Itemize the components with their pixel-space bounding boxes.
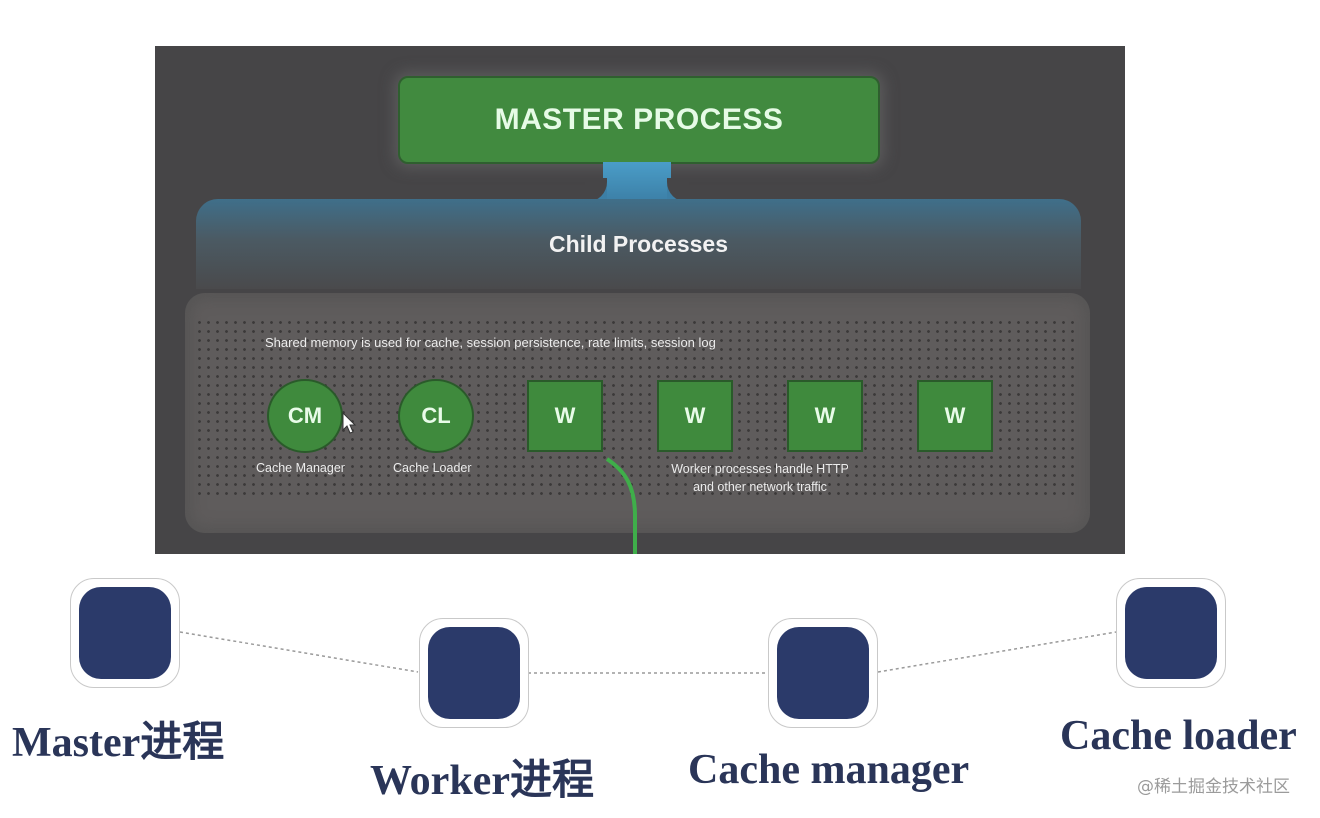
cache-manager-label: Cache manager <box>688 747 970 793</box>
worker-node-square <box>428 627 520 719</box>
shared-memory-box: Shared memory is used for cache, session… <box>185 293 1090 533</box>
worker-node: W <box>787 380 863 452</box>
worker-label: Worker进程 <box>370 758 594 804</box>
cache-manager-node-square <box>777 627 869 719</box>
master-node <box>70 578 180 688</box>
child-processes-title: Child Processes <box>549 230 728 257</box>
child-processes-band: Child Processes <box>196 199 1081 289</box>
worker-node: W <box>917 380 993 452</box>
worker-note-line2: and other network traffic <box>693 480 827 494</box>
connector-fillet-right <box>667 178 689 202</box>
cache-manager-label: Cache Manager <box>256 461 345 475</box>
shared-memory-text: Shared memory is used for cache, session… <box>265 335 716 350</box>
worker-note-line1: Worker processes handle HTTP <box>671 462 849 476</box>
connector-fillet-left <box>585 178 607 202</box>
worker-abbr: W <box>684 403 706 428</box>
worker-note: Worker processes handle HTTP and other n… <box>655 460 865 496</box>
cache-manager-node-diagram <box>768 618 878 728</box>
watermark: @稀土掘金技术社区 <box>1137 777 1290 797</box>
worker-node: W <box>657 380 733 452</box>
cache-manager-abbr: CM <box>287 403 323 428</box>
cache-loader-label: Cache Loader <box>393 461 472 475</box>
cache-loader-abbr: CL <box>421 403 451 428</box>
cache-loader-node-square <box>1125 587 1217 679</box>
nginx-architecture-panel: MASTER PROCESS Child Processes Shared me… <box>155 46 1125 554</box>
worker-abbr: W <box>944 403 966 428</box>
cache-loader-label: Cache loader <box>1060 713 1297 759</box>
connection-lines <box>179 631 1117 674</box>
master-node-square <box>79 587 171 679</box>
worker-node: W <box>527 380 603 452</box>
master-child-connector <box>603 162 671 202</box>
mouse-cursor-icon <box>342 412 357 434</box>
master-process-title: MASTER PROCESS <box>494 103 784 136</box>
cache-loader-node-diagram <box>1116 578 1226 688</box>
worker-abbr: W <box>554 403 576 428</box>
master-process-box: MASTER PROCESS <box>398 76 880 164</box>
cache-manager-node: CM <box>267 379 343 453</box>
cache-loader-node: CL <box>398 379 474 453</box>
worker-abbr: W <box>814 403 836 428</box>
worker-node-diagram <box>419 618 529 728</box>
master-label: Master进程 <box>12 720 225 766</box>
